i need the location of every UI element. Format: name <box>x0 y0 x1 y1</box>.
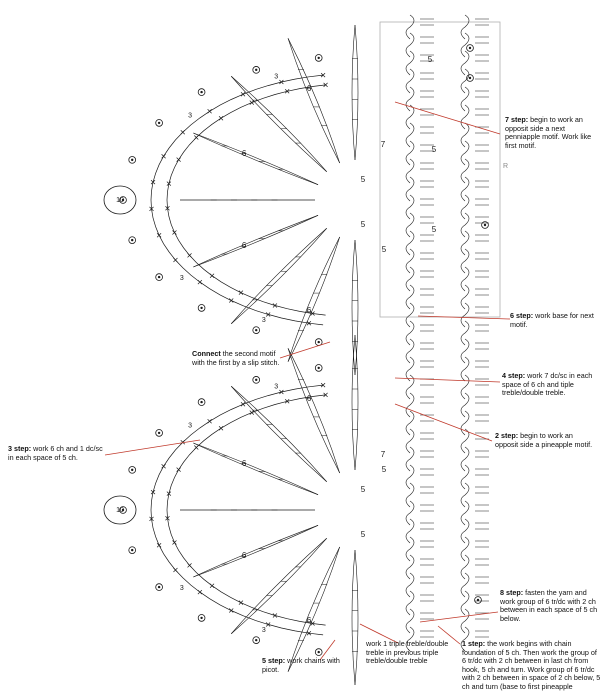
chain-count-label: 5 <box>361 485 366 494</box>
ring-count-label: 10 <box>116 197 124 204</box>
chain-count-label: 3 <box>180 275 184 282</box>
picot-center <box>255 639 257 641</box>
picot-center <box>131 549 133 551</box>
chain-count-label: 3 <box>180 585 184 592</box>
picot-center <box>255 379 257 381</box>
picot-center <box>255 329 257 331</box>
step8-annotation: 8 step: fasten the yarn and work group o… <box>500 589 600 623</box>
chain-count-label: 6 <box>242 149 247 158</box>
picot-center <box>131 469 133 471</box>
chain-count-label: 3 <box>262 317 266 324</box>
chain-count-label: 3 <box>262 627 266 634</box>
picot-center <box>158 276 160 278</box>
chain-count-label: 6 <box>242 459 247 468</box>
picot-center <box>255 69 257 71</box>
chain-count-label: 7 <box>381 450 386 459</box>
step4-annotation: 4 step: work 7 dc/sc in each space of 6 … <box>502 372 602 398</box>
chain-count-label: 5 <box>432 225 437 234</box>
ring-count-label: 10 <box>116 507 124 514</box>
picot-center <box>158 586 160 588</box>
connect-annotation: Connect the second motif with the first … <box>192 350 284 367</box>
chain-count-label: 5 <box>382 465 387 474</box>
step5-annotation: 5 step: work chains with picot. <box>262 657 352 674</box>
step3-annotation: 3 step: work 6 ch and 1 dc/sc in each sp… <box>8 445 106 462</box>
step7-annotation: 7 step: begin to work an opposit side a … <box>505 116 597 150</box>
picot-center <box>318 57 320 59</box>
step1-annotation: 1 step: the work begins with chain found… <box>462 640 602 692</box>
chain-count-label: 3 <box>188 422 192 429</box>
chain-count-label: 5 <box>361 220 366 229</box>
chain-count-label: 6 <box>242 551 247 560</box>
chain-count-label: 6 <box>307 394 312 403</box>
picot-center <box>200 91 202 93</box>
chain-count-label: 6 <box>307 84 312 93</box>
step2-annotation: 2 step: begin to work an opposit side a … <box>495 432 595 449</box>
chain-count-label: 3 <box>274 383 278 390</box>
picot-center <box>200 307 202 309</box>
step6-annotation: 6 step: work base for next motif. <box>510 312 600 329</box>
picot-center <box>131 239 133 241</box>
chain-count-label: 5 <box>382 245 387 254</box>
picot-center <box>200 401 202 403</box>
chain-count-label: 5 <box>428 55 433 64</box>
triple-treble-annotation: work 1 triple treble/double treble in pr… <box>366 640 450 666</box>
picot-center <box>158 122 160 124</box>
picot-center <box>477 599 479 601</box>
picot-center <box>469 47 471 49</box>
chain-count-label: 7 <box>381 140 386 149</box>
chain-count-label: 5 <box>432 145 437 154</box>
picot-center <box>318 341 320 343</box>
chain-count-label: 5 <box>361 530 366 539</box>
picot-center <box>158 432 160 434</box>
picot-center <box>200 617 202 619</box>
chain-count-label: 6 <box>242 241 247 250</box>
edge-mark-label: R <box>503 163 508 170</box>
picot-center <box>318 367 320 369</box>
chain-count-label: 5 <box>361 175 366 184</box>
picot-center <box>484 224 486 226</box>
picot-center <box>318 651 320 653</box>
chain-count-label: 3 <box>274 73 278 80</box>
picot-center <box>469 77 471 79</box>
picot-center <box>131 159 133 161</box>
chain-count-label: 3 <box>188 112 192 119</box>
